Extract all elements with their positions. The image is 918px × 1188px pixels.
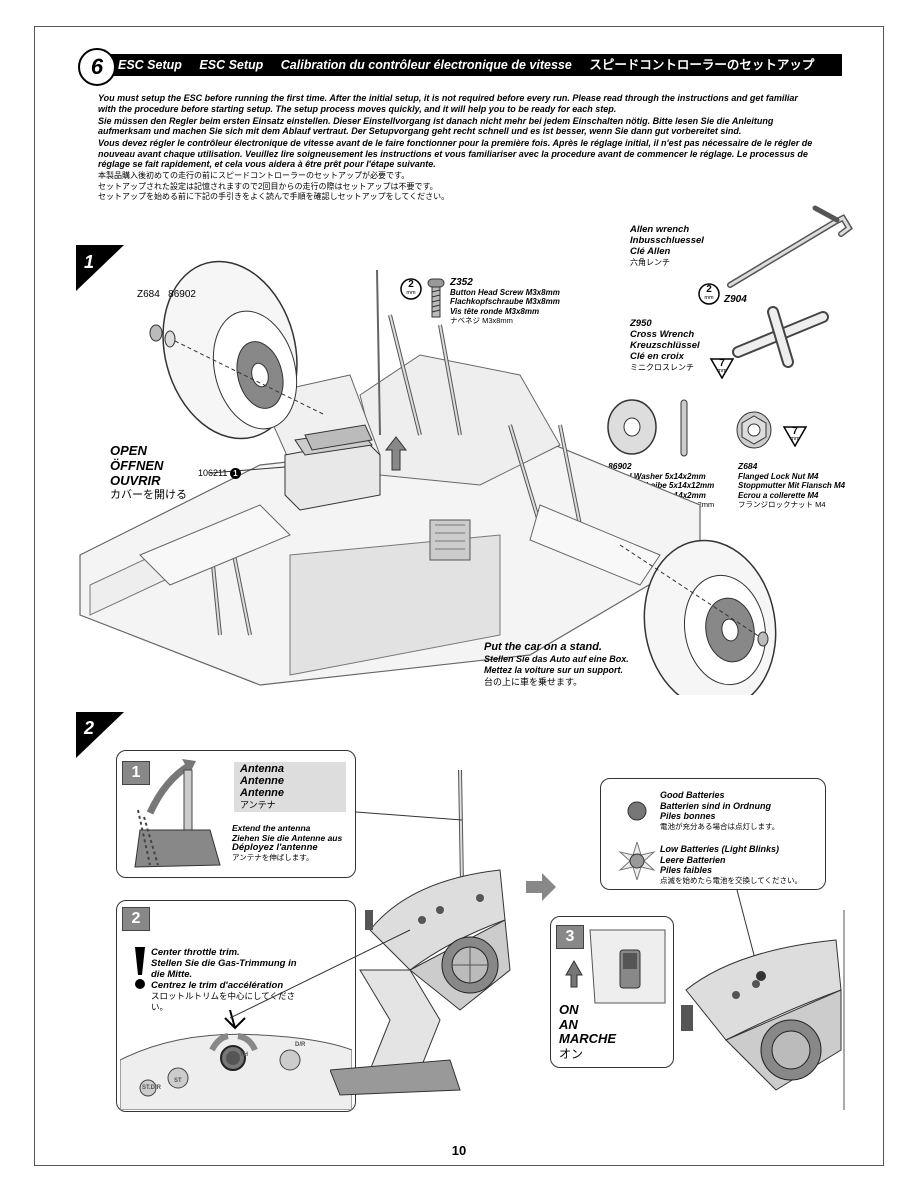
page-number: 10 [451, 1143, 467, 1158]
intro-ja-3: セットアップを始める前に下記の手引きをよく読んで手順を確認しセットアップをしてく… [98, 192, 450, 201]
section-title-bar: ESC Setup ESC Setup Calibration du contr… [98, 54, 842, 76]
allen-code: Z904 [724, 294, 747, 305]
intro-fr: Vous devez régler le contrôleur électron… [98, 138, 813, 169]
trim-panel-illustration [120, 1010, 352, 1110]
part-ref-106211: 106211 1 [198, 468, 241, 479]
title-de: ESC Setup [199, 58, 264, 72]
substep2-number: 2 [122, 907, 150, 931]
intro-ja-1: 本製品購入後初めての走行の前にスピードコントローラーのセットアップが必要です。 [98, 171, 410, 180]
page-frame [34, 26, 884, 1166]
title-fr: Calibration du contrôleur électronique d… [280, 58, 572, 72]
power-switch-illustration [565, 929, 666, 1004]
stand-label: Put the car on a stand. Stellen Sie das … [484, 641, 629, 687]
nut-size-badge: 7 mm [782, 425, 808, 452]
wheel-washer-icon [607, 399, 688, 457]
title-en: ESC Setup [118, 58, 182, 72]
power-on-label: ON AN MARCHE オン [559, 1002, 617, 1061]
front-wheel-left [162, 260, 298, 440]
good-batteries-label: Good Batteries Batterien sind in Ordnung… [660, 790, 780, 831]
allen-wrench-label: Allen wrench Inbusschluessel Clé Allen 六… [630, 224, 704, 267]
knob-label-th: TH [240, 1052, 248, 1058]
callout-leader-lines [230, 811, 463, 1019]
allen-size-badge: 2 mm [698, 283, 720, 310]
nut-label: Z684 Flanged Lock Nut M4 Stoppmutter Mit… [738, 461, 846, 509]
antenna-label: Antenna Antenne Antenne アンテナ [240, 763, 284, 810]
good-battery-led-icon [627, 801, 647, 821]
center-trim-label: Center throttle trim. Stellen Sie die Ga… [151, 947, 297, 1012]
next-arrow-icon [526, 873, 556, 901]
rear-wheel-right [643, 539, 777, 695]
lock-nut-icon [736, 411, 772, 449]
warning-icon [135, 947, 145, 989]
section-number: 6 [78, 48, 116, 86]
knob-label-dr: D/R [295, 1042, 306, 1048]
intro-de: Sie müssen den Regler beim ersten Einsat… [98, 115, 774, 137]
antenna-extend-illustration [134, 759, 221, 868]
knob-label-st: ST [174, 1078, 182, 1084]
screw-label: Z352 Button Head Screw M3x8mm Flachkopfs… [450, 277, 560, 325]
title-ja: スピードコントローラーのセットアップ [589, 58, 815, 72]
cross-size-badge: 7 mm [709, 357, 735, 384]
button-head-screw-icon [427, 278, 445, 318]
buggy-illustration [79, 260, 777, 695]
intro-en: You must setup the ESC before running th… [98, 93, 798, 114]
extend-antenna-label: Extend the antenna Ziehen Sie die Antenn… [232, 823, 343, 862]
cross-wrench-label: Z950 Cross Wrench Kreuzschlüssel Clé en … [630, 318, 700, 372]
low-battery-led-icon [618, 842, 656, 880]
substep3-number: 3 [556, 925, 584, 949]
low-batteries-label: Low Batteries (Light Blinks) Leere Batte… [660, 844, 803, 885]
left-part-codes: Z684 86902 [137, 289, 196, 300]
transmitter-right-illustration [681, 910, 845, 1110]
knob-label-stdr: ST.D/R [142, 1085, 162, 1091]
substep1-number: 1 [122, 761, 150, 785]
screw-size-badge: 2 mm [400, 278, 422, 305]
transmitter-illustration [330, 770, 511, 1096]
intro-text: You must setup the ESC before running th… [98, 93, 818, 203]
allen-wrench-icon [727, 205, 853, 288]
intro-ja-2: セットアップされた設定は記憶されますので2回目からの走行の際はセットアップは不要… [98, 181, 438, 191]
cross-wrench-icon [732, 306, 829, 368]
open-cover-label: OPEN ÖFFNEN OUVRIR カバーを開ける [110, 443, 187, 501]
